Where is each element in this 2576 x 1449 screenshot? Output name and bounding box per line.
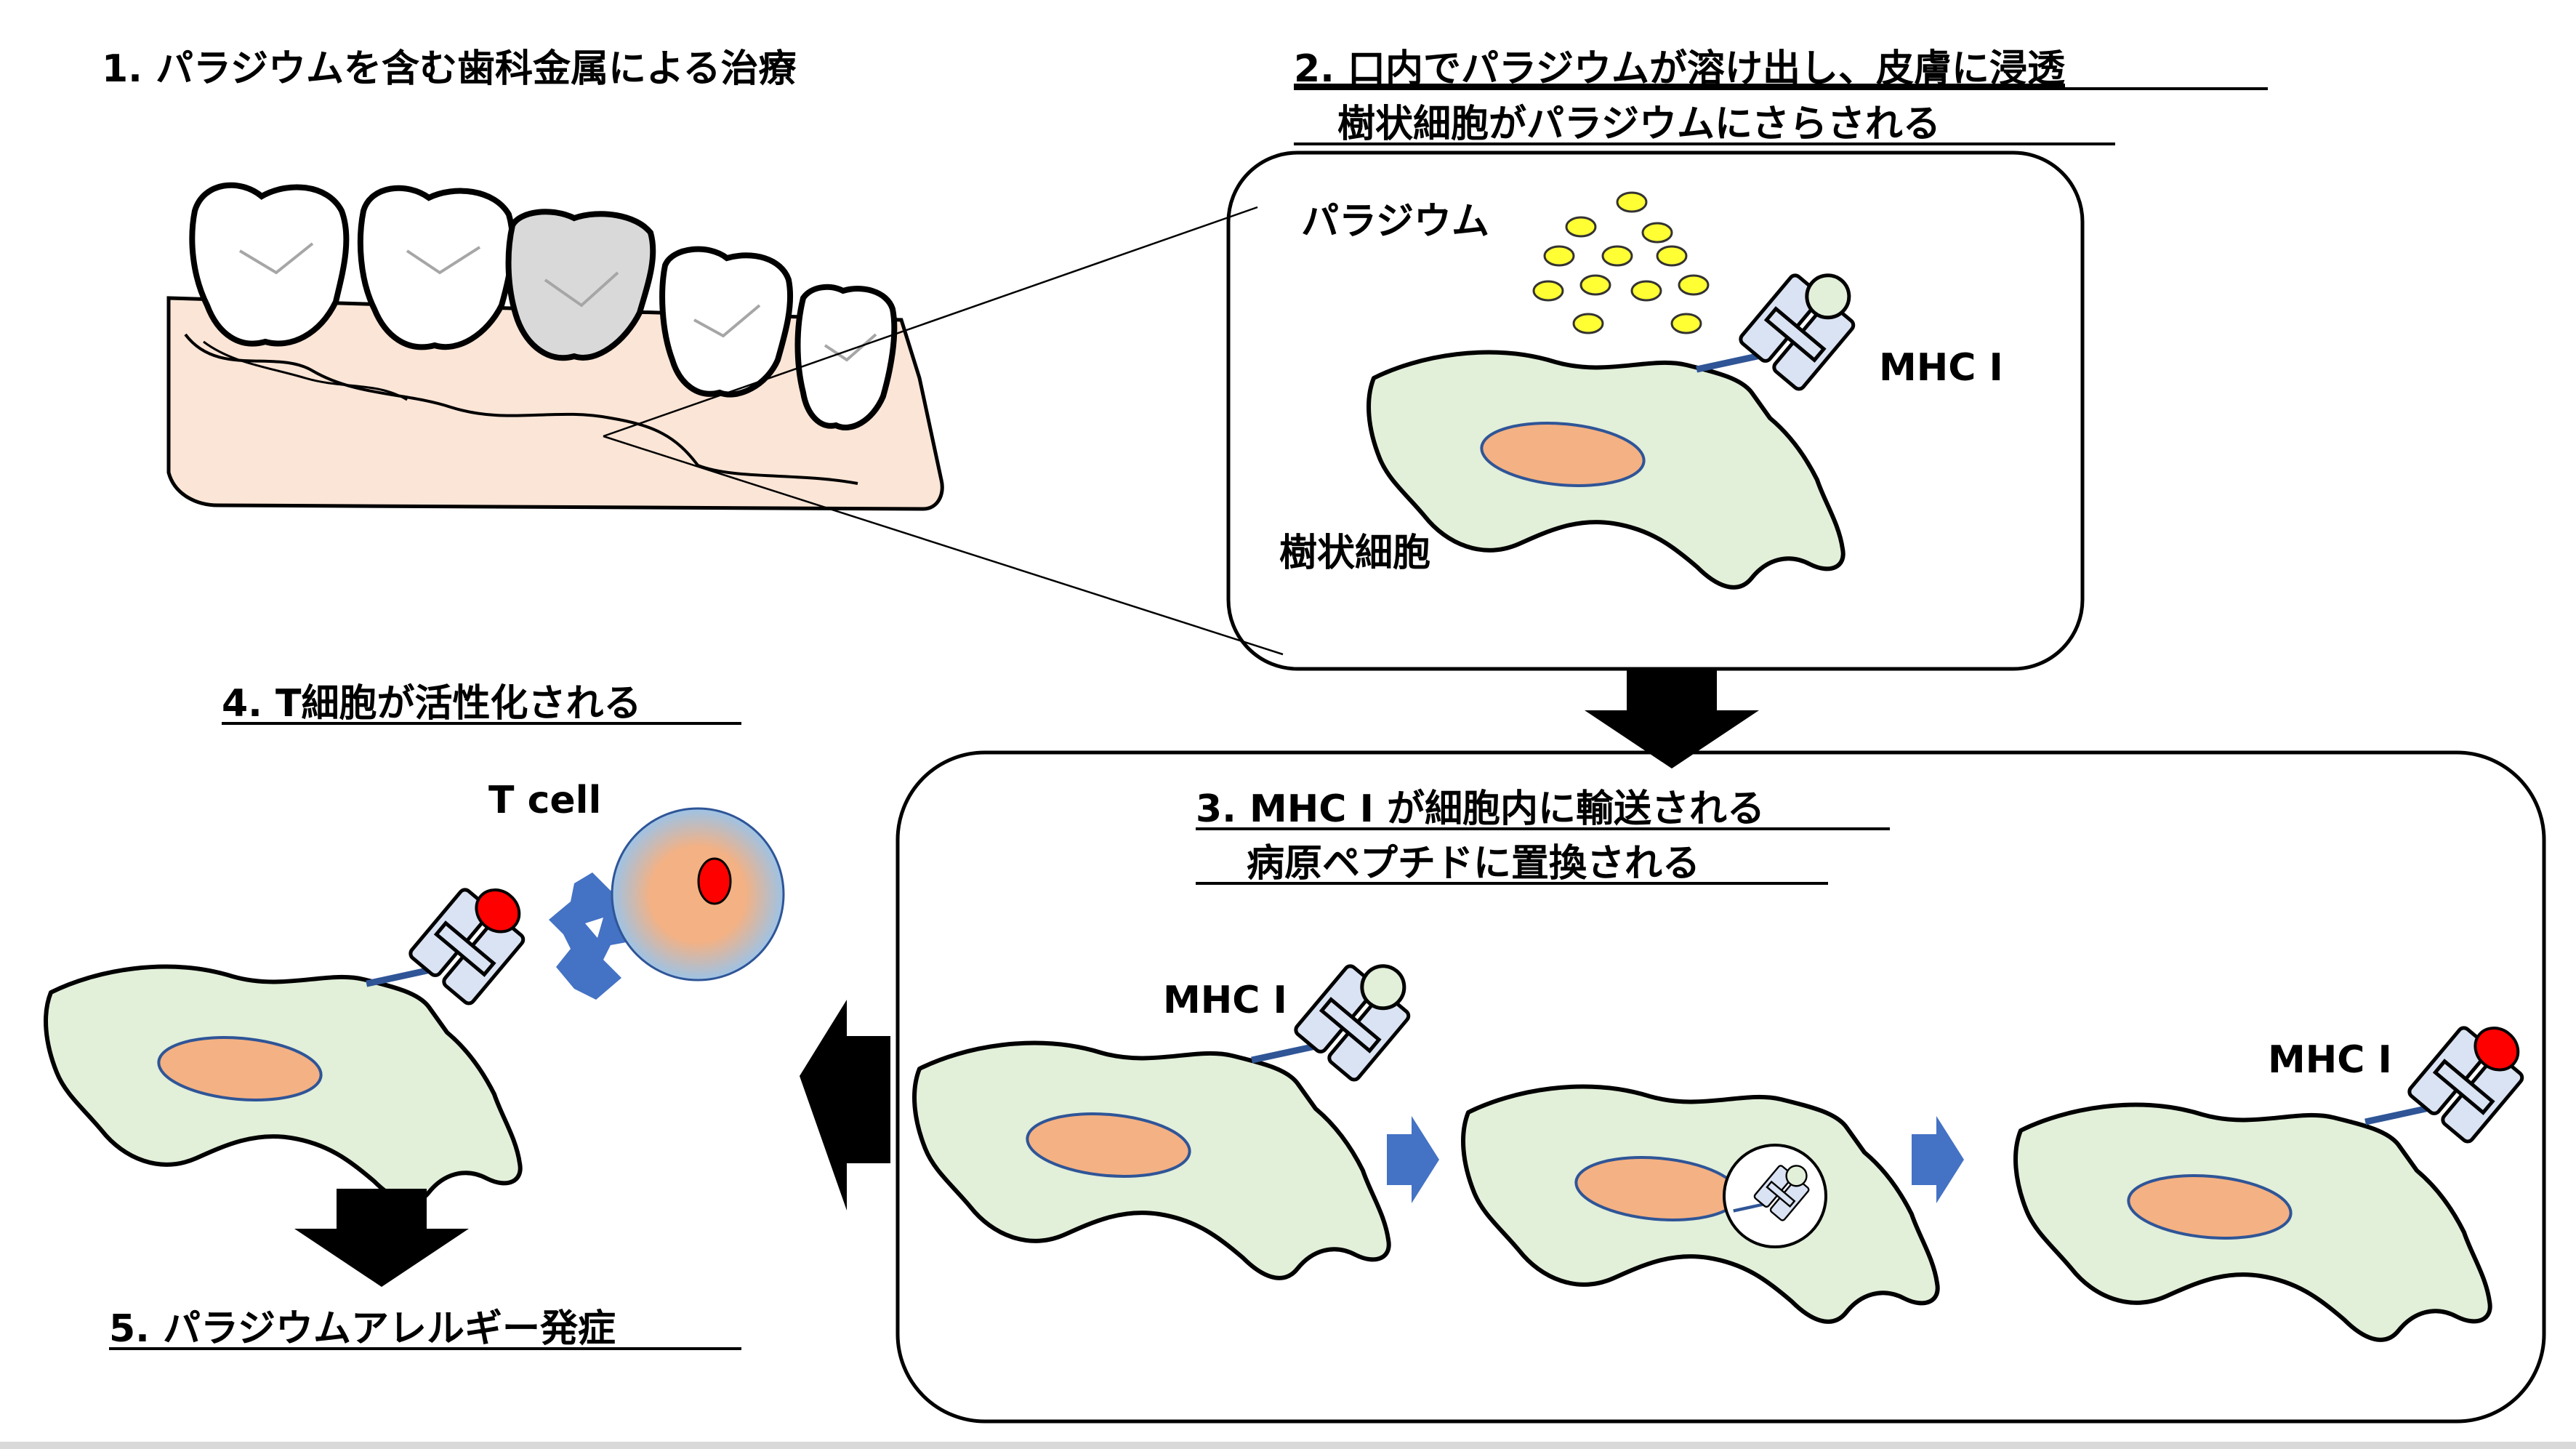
zoom-line-bottom (603, 435, 1284, 656)
right-arrow-icon-2 (1912, 1116, 1964, 1203)
palladium-particles (1532, 191, 1710, 334)
left-arrow-icon (800, 1000, 890, 1211)
step3-mhc-3 (2365, 1000, 2539, 1182)
step2-title-line2: 樹状細胞がパラジウムにさらされる (1337, 103, 1941, 146)
palladium-bound (1805, 273, 1851, 320)
teeth-illustration (166, 182, 944, 511)
pathogen-peptide (2474, 1027, 2520, 1072)
tooth-2 (357, 185, 515, 350)
step5-title: 5. パラジウムアレルギー発症 (109, 1307, 616, 1351)
step2-mhc (1696, 246, 1872, 429)
step2-panel (1226, 150, 2085, 671)
zoom-line-top (603, 206, 1258, 438)
t-cell-label: T cell (488, 779, 601, 822)
tooth-1 (189, 182, 350, 347)
t-cell-nucleus (697, 857, 732, 905)
down-arrow-icon-2 (294, 1189, 469, 1287)
step3-cell-1 (914, 1043, 1389, 1278)
step4-dendritic-cell (46, 967, 520, 1202)
step3-title-line1: 3. MHC I が細胞内に輸送される (1196, 787, 1765, 831)
step3-cell-3 (2016, 1105, 2490, 1340)
step3-mhc-label-right: MHC I (2268, 1038, 2392, 1082)
step2-title-line1: 2. 口内でパラジウムが溶け出し、皮膚に浸透 (1294, 47, 2065, 91)
step1-title: 1. パラジウムを含む歯科金属による治療 (102, 47, 796, 91)
metal-tooth (505, 209, 656, 361)
palladium-label: パラジウム (1301, 200, 1489, 244)
t-cell-icon (611, 807, 785, 982)
step3-panel (895, 750, 2546, 1424)
step2-dendritic-cell (1369, 353, 1843, 587)
tooth-5 (794, 284, 898, 431)
step3-mhc-label-left: MHC I (1163, 979, 1287, 1022)
right-arrow-icon (1387, 1116, 1439, 1203)
step3-cell-2 (1463, 1087, 1938, 1322)
step4-mhc (366, 862, 540, 1044)
bottom-strip (0, 1442, 2576, 1449)
tooth-4 (659, 246, 794, 398)
step3-title-line2: 病原ペプチドに置換される (1247, 842, 1700, 886)
dendritic-cell-label: 樹状細胞 (1279, 531, 1430, 575)
step4-title: 4. T細胞が活性化される (222, 682, 642, 726)
step3-internalized-mhc (1734, 1152, 1818, 1240)
step3-mhc-1 (1252, 936, 1427, 1120)
step2-mhc-label: MHC I (1879, 346, 2003, 390)
